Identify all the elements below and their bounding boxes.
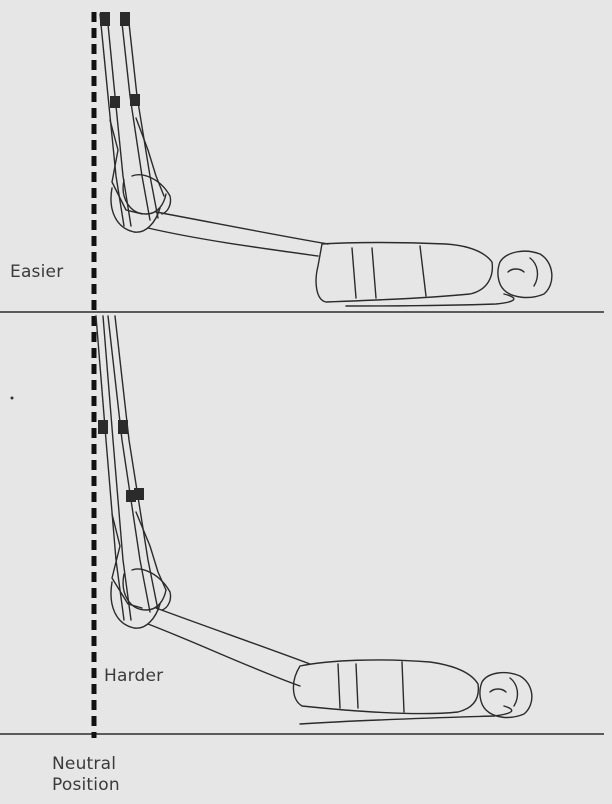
- stray-mark: [11, 397, 14, 400]
- easier-label: Easier: [10, 262, 63, 283]
- harder-label: Harder: [104, 666, 163, 687]
- neutral-label-line2: Position: [52, 775, 172, 796]
- neutral-position-label: Neutral Position: [52, 754, 172, 797]
- neutral-label-line1: Neutral: [52, 754, 172, 775]
